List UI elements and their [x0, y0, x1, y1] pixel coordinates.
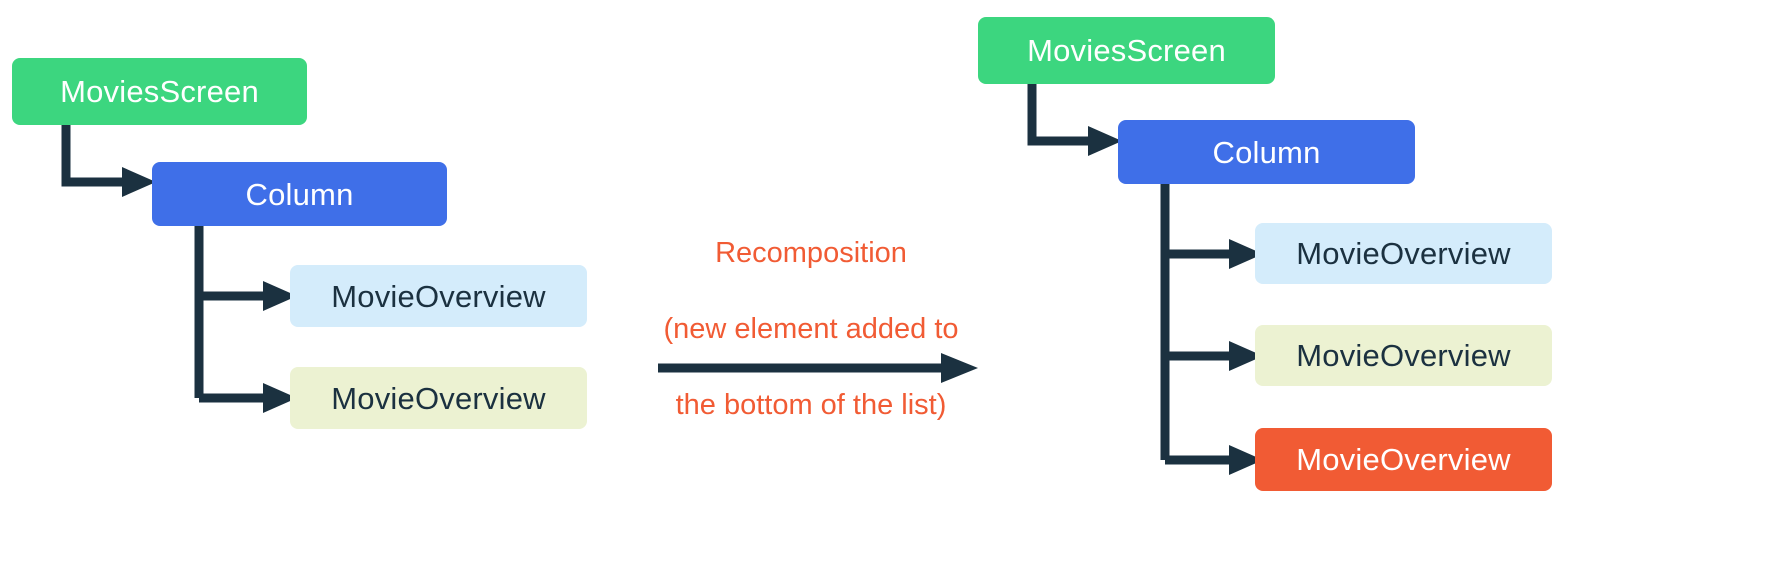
left-connector-root-to-column — [61, 125, 156, 197]
transition-right-arrow-icon — [658, 353, 978, 383]
right-node-movie-overview-1-label: MovieOverview — [1296, 236, 1511, 271]
right-node-column[interactable]: Column — [1118, 120, 1415, 184]
left-node-column-label: Column — [245, 176, 354, 212]
right-node-movies-screen-label: MoviesScreen — [1027, 33, 1226, 68]
recomposition-caption-line-2: (new element added to — [663, 313, 959, 345]
left-node-movie-overview-2-label: MovieOverview — [331, 380, 546, 416]
right-connector-root-to-column — [1027, 84, 1122, 156]
recomposition-caption-line-3: the bottom of the list) — [675, 389, 947, 421]
left-connector-column-to-children — [194, 226, 297, 413]
right-connector-column-to-children — [1160, 184, 1263, 475]
right-node-movie-overview-3[interactable]: MovieOverview — [1255, 428, 1552, 491]
recomposition-caption-line-1: Recomposition — [715, 237, 907, 269]
left-node-column[interactable]: Column — [152, 162, 447, 226]
right-node-movie-overview-1[interactable]: MovieOverview — [1255, 223, 1552, 284]
right-node-movies-screen[interactable]: MoviesScreen — [978, 17, 1275, 84]
recomposition-caption: Recomposition (new element added to the … — [637, 196, 985, 462]
left-node-movie-overview-1-label: MovieOverview — [331, 278, 546, 314]
right-node-movie-overview-2-label: MovieOverview — [1296, 338, 1511, 373]
left-node-movies-screen-label: MoviesScreen — [60, 74, 259, 109]
left-node-movie-overview-1[interactable]: MovieOverview — [290, 265, 587, 327]
left-node-movies-screen[interactable]: MoviesScreen — [12, 58, 307, 125]
right-node-movie-overview-3-label: MovieOverview — [1296, 442, 1511, 477]
right-node-column-label: Column — [1212, 134, 1321, 170]
left-node-movie-overview-2[interactable]: MovieOverview — [290, 367, 587, 429]
right-node-movie-overview-2[interactable]: MovieOverview — [1255, 325, 1552, 386]
